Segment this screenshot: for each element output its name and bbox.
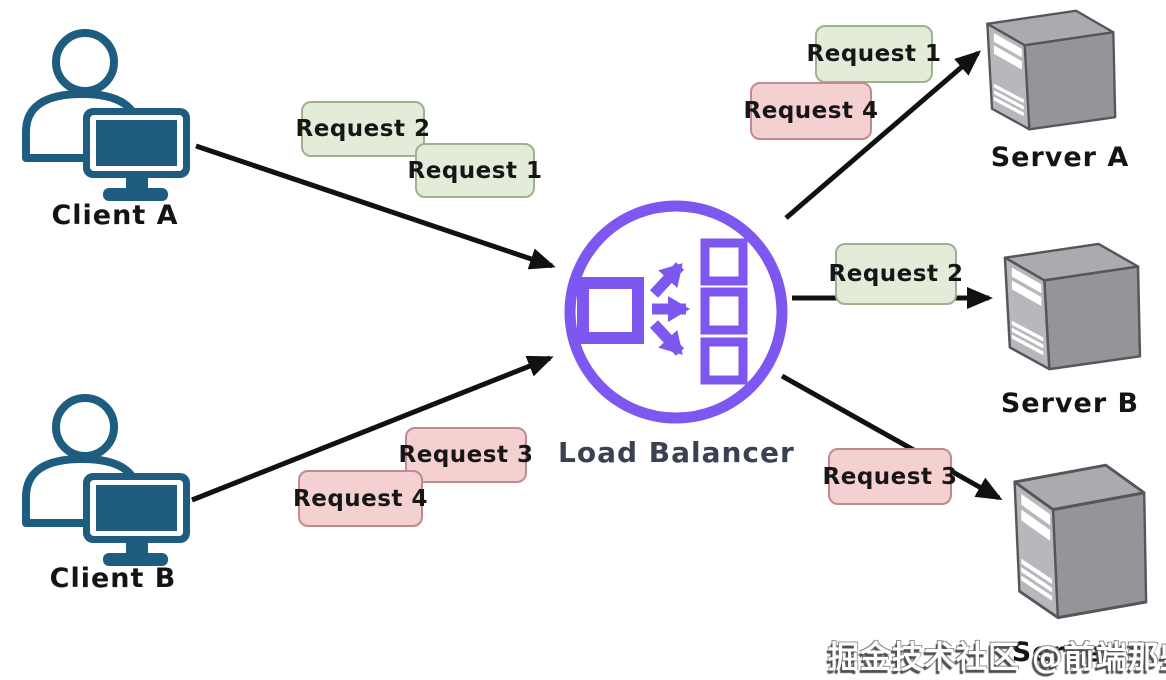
server-c-icon (1013, 463, 1148, 620)
request-label: Request 3 (399, 427, 533, 483)
client-a-icon (22, 29, 190, 201)
client-b-icon (22, 394, 190, 566)
server-a-label: Server A (990, 142, 1130, 173)
server-a-icon (986, 9, 1117, 131)
arrow-client-b-to-lb (191, 355, 554, 503)
person-head-icon (52, 29, 118, 95)
fanout-arrow-up-icon (649, 262, 685, 298)
fanout-arrow-down-icon (649, 320, 685, 356)
request-label: Request 3 (823, 448, 957, 505)
load-balancer-label: Load Balancer (558, 436, 795, 469)
person-head-icon (52, 394, 118, 460)
arrow-client-a-to-lb (195, 143, 556, 270)
watermark: 掘金技术社区 @前端那些年 (828, 640, 1166, 676)
server-b-icon (1003, 242, 1142, 371)
arrow-lb-to-server-a (784, 50, 982, 220)
request-label: Request 1 (807, 25, 941, 83)
request-label: Request 4 (293, 470, 427, 527)
server-b-label: Server B (1000, 388, 1140, 419)
request-label: Request 2 (829, 243, 963, 305)
server-c-label: Server C (1011, 637, 1150, 668)
client-b-label: Client B (49, 563, 177, 594)
monitor-icon (83, 473, 190, 566)
arrow-lb-to-server-c (780, 373, 1003, 501)
request-label: Request 1 (408, 143, 542, 198)
client-a-label: Client A (51, 200, 179, 231)
request-label: Request 4 (744, 82, 878, 140)
monitor-icon (83, 108, 190, 201)
request-label: Request 2 (296, 101, 430, 157)
load-balancer-icon (564, 200, 788, 424)
